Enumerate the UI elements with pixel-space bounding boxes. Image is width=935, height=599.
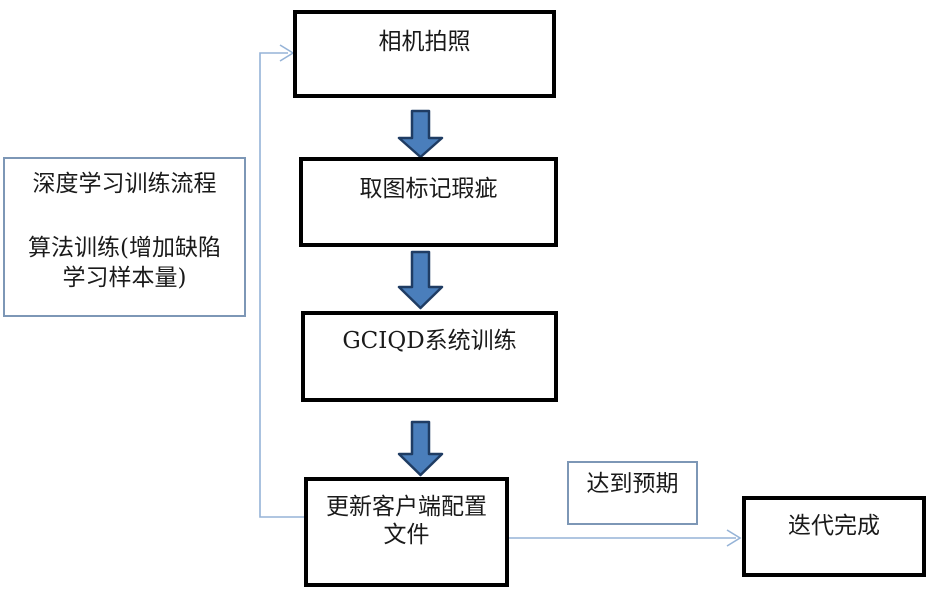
flow-box-camera-label: 相机拍照 [378, 29, 471, 55]
flow-box-iteration-done: 迭代完成 [742, 496, 926, 577]
arrow-down-icon [397, 250, 444, 310]
flow-box-iteration-done-label: 迭代完成 [788, 513, 880, 539]
flow-box-camera: 相机拍照 [293, 10, 556, 98]
flow-box-update-client-config: 更新客户端配置文件 [304, 477, 509, 587]
feedback-arrowhead-icon [279, 44, 295, 62]
flow-box-system-training-label: GCIQD系统训练 [342, 328, 517, 354]
output-arrowhead-icon [726, 529, 742, 547]
side-note-line1: 深度学习训练流程 [32, 171, 217, 197]
feedback-connector-line [259, 52, 305, 518]
flow-box-mark-defects-label: 取图标记瑕疵 [359, 176, 498, 202]
side-note-box: 深度学习训练流程 算法训练(增加缺陷学习样本量) [3, 157, 246, 317]
flow-box-update-client-config-label: 更新客户端配置文件 [326, 494, 487, 548]
flow-box-system-training: GCIQD系统训练 [301, 311, 558, 402]
condition-label-expectation-text: 达到预期 [586, 471, 679, 497]
arrow-down-icon [397, 420, 444, 477]
arrow-down-icon [397, 109, 444, 159]
flow-box-mark-defects: 取图标记瑕疵 [299, 157, 558, 247]
side-note-line2: 算法训练(增加缺陷学习样本量) [28, 235, 221, 291]
condition-label-expectation: 达到预期 [567, 461, 698, 525]
